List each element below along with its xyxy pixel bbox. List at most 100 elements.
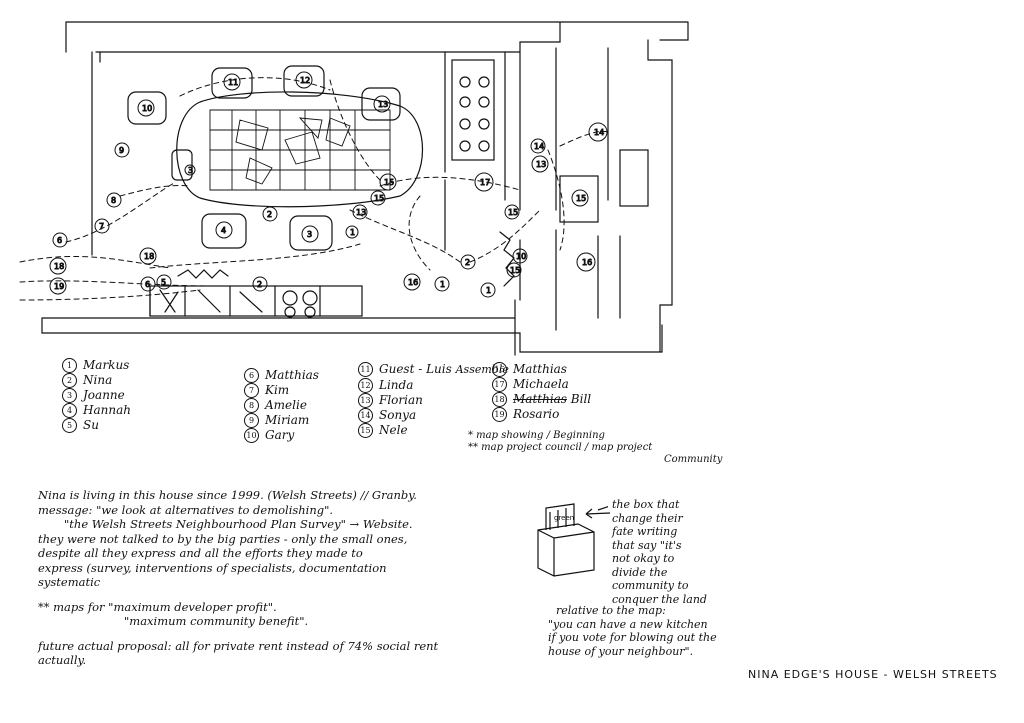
relative-line: relative to the map: [556,604,666,617]
movement-paths [19,77,611,301]
person-markers: 11 12 10 13 9 8 7 6 18 19 18 6 5 4 2 3 2… [49,71,608,298]
box-caption: the box that change their fate writing t… [612,498,707,606]
svg-text:10: 10 [516,252,526,261]
cabinet [559,175,599,223]
svg-text:15: 15 [508,208,518,217]
page-title: NINA EDGE'S HOUSE - WELSH STREETS [748,668,998,681]
svg-text:19: 19 [54,282,64,291]
zigzag-mark [499,231,515,287]
note-line: actually. [38,653,87,667]
svg-text:6: 6 [145,280,150,289]
map-key-notes: * map showing / Beginning ** map project… [468,430,722,466]
svg-text:7: 7 [99,222,104,231]
svg-text:1: 1 [440,280,445,289]
svg-text:6: 6 [57,236,62,245]
ballot-box-sketch: green [537,503,608,577]
svg-text:3: 3 [188,166,193,175]
kitchen-counter [149,285,363,318]
svg-text:18: 18 [54,262,64,271]
svg-text:9: 9 [119,146,124,155]
zigzag-mark [177,269,229,279]
svg-text:12: 12 [300,76,310,85]
note-line: future actual proposal: all for private … [38,638,439,653]
keynote-line: ** map project council / map project [468,442,653,453]
svg-text:13: 13 [378,100,388,109]
note-line: they were not talked to by the big parti… [38,531,408,546]
caption-line: community to [612,579,689,592]
caption-line: change their [612,511,683,525]
caption-line: conquer the land [612,592,707,606]
svg-text:15: 15 [510,266,520,275]
note-line: express (survey, interventions of specia… [38,560,387,575]
svg-text:16: 16 [408,278,418,287]
fridge [619,149,649,207]
svg-text:8: 8 [111,196,116,205]
caption-line: not okay to [612,552,675,565]
note-line: "maximum community benefit". [124,614,309,628]
caption-line: the box that [612,498,680,511]
note-line: Nina is living in this house since 1999.… [38,488,417,502]
svg-text:1: 1 [486,286,491,295]
handwritten-notes: Nina is living in this house since 1999.… [38,488,508,668]
partition-wall [444,51,506,251]
svg-text:2: 2 [465,258,470,267]
note-line: ** maps for "maximum developer profit". [38,599,277,614]
plan-walls [41,21,689,356]
box-label: green [554,514,574,522]
keynote-line: Community [664,454,723,465]
relative-line: house of your neighbour". [548,644,694,658]
svg-text:2: 2 [257,280,262,289]
relative-line: if you vote for blowing out the [548,631,717,644]
svg-text:14: 14 [594,128,604,137]
map-on-table [209,109,391,191]
svg-text:15: 15 [384,178,394,187]
note-line: "the Welsh Streets Neighbourhood Plan Su… [64,517,413,531]
shelf-unit [451,59,495,161]
note-line: despite all they express and all the eff… [38,546,363,560]
map-relative-note: relative to the map: "you can have a new… [548,604,717,658]
svg-text:4: 4 [221,226,226,235]
keynote-line: * map showing / Beginning [468,430,605,441]
svg-text:15: 15 [576,194,586,203]
note-line: message: "we look at alternatives to dem… [38,502,334,517]
caption-line: that say "it's [612,538,682,552]
caption-line: fate writing [612,525,678,538]
chairs [127,65,401,251]
svg-text:14: 14 [534,142,544,151]
meeting-table [176,91,424,208]
svg-text:11: 11 [228,78,238,87]
svg-text:13: 13 [536,160,546,169]
svg-text:18: 18 [144,252,154,261]
svg-text:5: 5 [161,278,166,287]
svg-text:13: 13 [356,208,366,217]
svg-text:16: 16 [582,258,592,267]
svg-text:17: 17 [480,178,490,187]
svg-text:10: 10 [142,104,152,113]
relative-line: "you can have a new kitchen [548,617,708,631]
svg-text:2: 2 [267,210,272,219]
svg-text:15: 15 [374,194,384,203]
